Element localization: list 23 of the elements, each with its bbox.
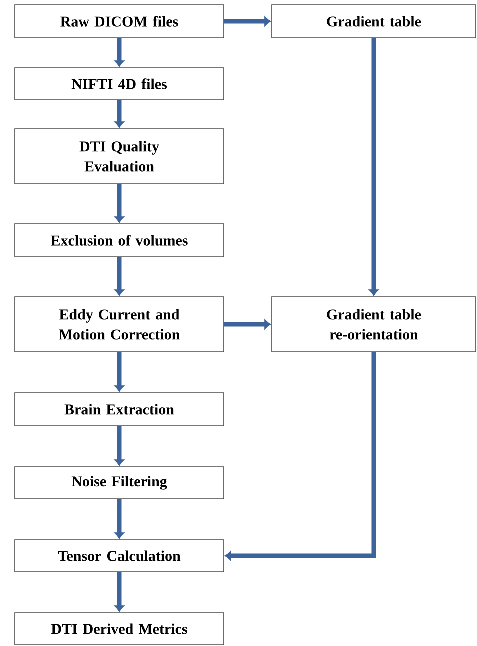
process-box: DTI Quality Evaluation — [14, 128, 224, 184]
arrow — [224, 16, 271, 26]
arrow — [114, 257, 124, 296]
process-box: Tensor Calculation — [14, 540, 224, 572]
process-box: Exclusion of volumes — [14, 224, 224, 258]
arrow — [114, 352, 124, 392]
process-box: DTI Derived Metrics — [14, 612, 224, 646]
process-box: Eddy Current and Motion Correction — [14, 296, 224, 352]
arrow — [114, 572, 124, 612]
process-box: NIFTI 4D files — [14, 68, 224, 100]
arrow — [114, 426, 124, 466]
process-box: Gradient table re-orientation — [272, 296, 476, 352]
arrow — [114, 184, 124, 223]
arrow — [224, 320, 271, 330]
process-box: Raw DICOM files — [14, 4, 224, 38]
arrow — [114, 100, 124, 128]
arrow — [114, 499, 124, 539]
process-box: Gradient table — [272, 4, 476, 38]
process-box: Noise Filtering — [14, 466, 224, 500]
arrow — [369, 38, 379, 296]
process-box: Brain Extraction — [14, 392, 224, 426]
arrow — [114, 38, 124, 67]
arrow — [225, 352, 376, 561]
